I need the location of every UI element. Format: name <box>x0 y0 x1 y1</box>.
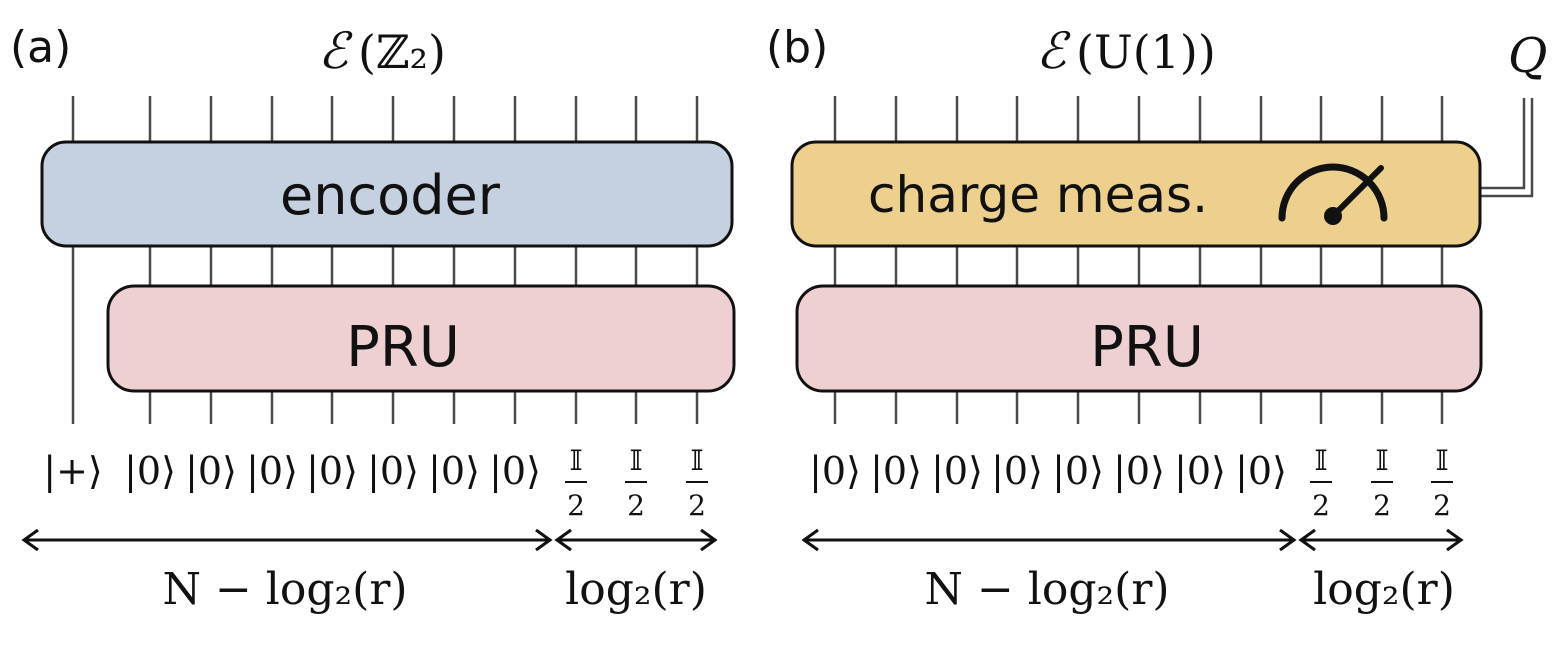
identity-denominator: 2 <box>1312 489 1330 522</box>
panel-b: (b) ℰ (U(1)) Q charge meas. PRU <box>766 22 1547 615</box>
panel-a-title-arg: (ℤ₂) <box>358 25 446 79</box>
zero-state-ket: |0⟩ <box>367 449 419 493</box>
panel-b-title-script: ℰ <box>1036 22 1071 80</box>
pru-block-a: PRU <box>106 284 736 393</box>
zero-state-ket: |0⟩ <box>1174 449 1226 493</box>
meter-pivot <box>1324 207 1342 225</box>
identity-numerator: 𝕀 <box>569 444 582 477</box>
arrow-a-right-head-l <box>554 528 572 552</box>
panel-a-title-script: ℰ <box>318 22 353 80</box>
plus-state-ket: |+⟩ <box>43 449 102 493</box>
charge-measurement-label: charge meas. <box>868 166 1208 224</box>
classical-wire-outer <box>1481 98 1534 198</box>
arrow-b-right-head-l <box>1298 528 1316 552</box>
brace-b-right-label: log₂(r) <box>1313 564 1455 615</box>
arrow-a-left-head-r <box>535 528 553 552</box>
brace-a-right-label: log₂(r) <box>565 564 707 615</box>
identity-denominator: 2 <box>688 489 706 522</box>
identity-numerator: 𝕀 <box>1314 444 1327 477</box>
identity-denominator: 2 <box>627 489 645 522</box>
panel-b-title-arg: (U(1)) <box>1076 25 1216 79</box>
meter-arc <box>1278 163 1388 222</box>
zero-state-ket: |0⟩ <box>1113 449 1165 493</box>
panel-a-tag: (a) <box>10 22 71 73</box>
identity-numerator: 𝕀 <box>1375 444 1388 477</box>
zero-state-ket: |0⟩ <box>870 449 922 493</box>
arrow-a-left-head-l <box>21 528 39 552</box>
pru-label-b: PRU <box>1090 315 1204 380</box>
panel-b-tag: (b) <box>766 22 828 73</box>
zero-state-ket: |0⟩ <box>1235 449 1287 493</box>
zero-state-ket: |0⟩ <box>246 449 298 493</box>
panel-b-title: ℰ (U(1)) <box>1036 22 1216 80</box>
zero-state-ket: |0⟩ <box>428 449 480 493</box>
identity-denominator: 2 <box>1373 489 1391 522</box>
panel-b-arrows <box>801 528 1464 552</box>
zero-state-ket: |0⟩ <box>489 449 541 493</box>
classical-wire-inner <box>1481 98 1526 190</box>
charge-measurement-box <box>790 140 1482 248</box>
meter-icon <box>1278 163 1388 225</box>
identity-denominator: 2 <box>1433 489 1451 522</box>
classical-output-wire <box>1481 98 1534 198</box>
maximally-mixed-state: 𝕀2 <box>686 444 708 522</box>
maximally-mixed-state: 𝕀2 <box>1371 444 1393 522</box>
pru-block-b: PRU <box>795 284 1483 393</box>
pru-label-a: PRU <box>346 315 460 380</box>
zero-state-ket: |0⟩ <box>991 449 1043 493</box>
output-charge-label: Q <box>1508 28 1547 84</box>
meter-needle <box>1330 165 1384 219</box>
brace-b-left-label: N − log₂(r) <box>924 564 1169 615</box>
identity-numerator: 𝕀 <box>629 444 642 477</box>
panel-a: (a) ℰ (ℤ₂) encoder PRU |+⟩|0⟩|0⟩|0⟩|0⟩|0… <box>10 22 736 615</box>
maximally-mixed-state: 𝕀2 <box>1431 444 1453 522</box>
arrow-b-left-head-r <box>1279 528 1297 552</box>
panel-a-arrows <box>21 528 718 552</box>
zero-state-ket: |0⟩ <box>306 449 358 493</box>
arrow-b-right-head-r <box>1446 528 1464 552</box>
encoder-box <box>40 140 734 248</box>
brace-a-left-label: N − log₂(r) <box>162 564 407 615</box>
maximally-mixed-state: 𝕀2 <box>625 444 647 522</box>
identity-numerator: 𝕀 <box>1435 444 1448 477</box>
pru-box-a <box>106 284 736 393</box>
panel-a-title: ℰ (ℤ₂) <box>318 22 446 80</box>
maximally-mixed-state: 𝕀2 <box>1310 444 1332 522</box>
panel-a-wires <box>71 96 699 424</box>
zero-state-ket: |0⟩ <box>931 449 983 493</box>
zero-state-ket: |0⟩ <box>1052 449 1104 493</box>
identity-denominator: 2 <box>567 489 585 522</box>
zero-state-ket: |0⟩ <box>185 449 237 493</box>
arrow-b-left-head-l <box>801 528 819 552</box>
encoder-block: encoder <box>40 140 734 248</box>
zero-state-ket: |0⟩ <box>124 449 176 493</box>
arrow-a-right-head-r <box>700 528 718 552</box>
panel-b-wires <box>833 96 1444 424</box>
charge-measurement-block: charge meas. <box>790 140 1482 248</box>
identity-numerator: 𝕀 <box>690 444 703 477</box>
encoder-label: encoder <box>280 164 501 227</box>
pru-box-b <box>795 284 1483 393</box>
maximally-mixed-state: 𝕀2 <box>565 444 587 522</box>
zero-state-ket: |0⟩ <box>809 449 861 493</box>
